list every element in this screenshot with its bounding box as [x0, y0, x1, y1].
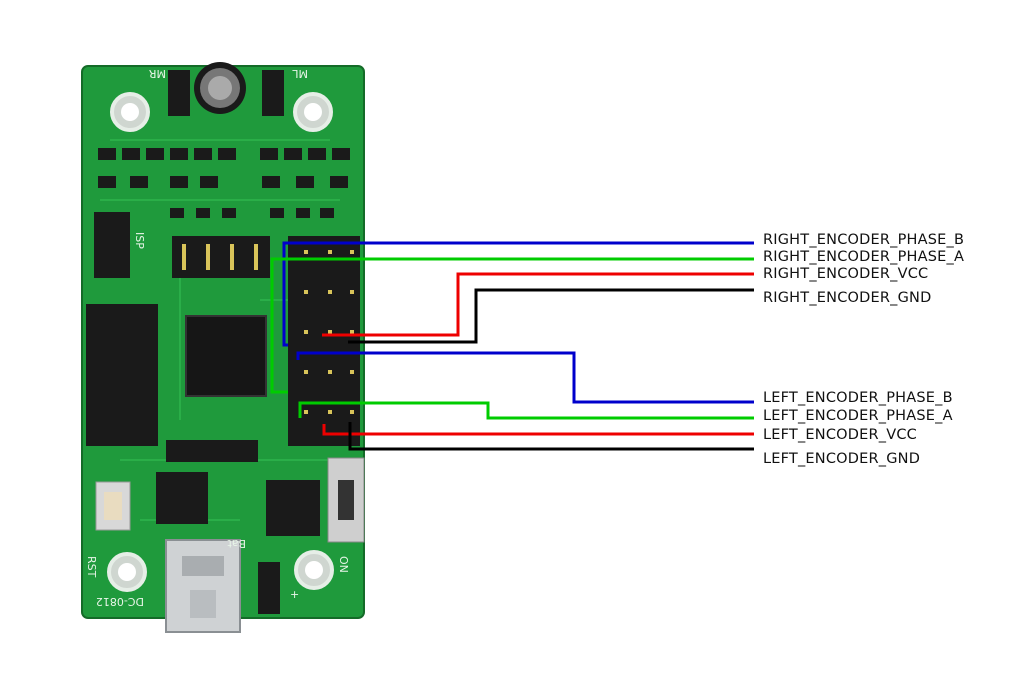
silk-mr: MR: [149, 67, 166, 80]
power-switch: [327, 457, 365, 543]
microcontroller-chip: [185, 315, 267, 397]
regulator-chip: [156, 472, 208, 524]
transistor-array: [98, 148, 350, 218]
label-right-encoder-vcc: RIGHT_ENCODER_VCC: [763, 266, 929, 282]
label-left-encoder-vcc: LEFT_ENCODER_VCC: [763, 427, 917, 443]
jumper-header: [172, 236, 270, 278]
wire-right-encoder-vcc: [322, 272, 754, 337]
mounting-holes: [107, 92, 334, 592]
label-left-encoder-phase-b: LEFT_ENCODER_PHASE_B: [763, 390, 953, 406]
silk-bat: Bat: [227, 537, 246, 550]
label-right-encoder-phase-b: RIGHT_ENCODER_PHASE_B: [763, 232, 965, 248]
wire-right-encoder-gnd: [348, 288, 754, 344]
silk-on: ON: [337, 556, 350, 573]
wires: [270, 241, 754, 451]
wire-left-encoder-gnd: [348, 422, 754, 451]
power-chip: [266, 480, 320, 536]
wire-left-encoder-phase-b: [296, 351, 754, 404]
left-pin-header: [86, 304, 158, 446]
usb-connector: [165, 539, 241, 633]
wire-right-encoder-phase-b: [282, 241, 754, 347]
silk-plus: +: [290, 588, 299, 601]
silk-model: DC-0812: [96, 595, 144, 608]
silk-ml: ML: [292, 67, 308, 80]
reset-button: [95, 481, 131, 531]
label-right-encoder-phase-a: RIGHT_ENCODER_PHASE_A: [763, 249, 965, 265]
isp-header: [94, 212, 130, 278]
motor-right-header: [168, 70, 190, 116]
capacitor: [194, 62, 246, 114]
label-right-encoder-gnd: RIGHT_ENCODER_GND: [763, 290, 932, 306]
bottom-header: [166, 440, 258, 462]
pcb-board: MR ML ISP RST Bat ON DC-0812 +: [81, 62, 365, 633]
label-left-encoder-gnd: LEFT_ENCODER_GND: [763, 451, 921, 467]
label-left-encoder-phase-a: LEFT_ENCODER_PHASE_A: [763, 408, 953, 424]
battery-header: [258, 562, 280, 614]
silk-rst: RST: [85, 556, 98, 578]
wire-left-encoder-vcc: [322, 424, 754, 436]
motor-left-header: [262, 70, 284, 116]
wire-left-encoder-phase-a: [298, 401, 754, 420]
silk-isp: ISP: [133, 232, 146, 249]
wire-right-encoder-phase-a: [270, 257, 754, 394]
